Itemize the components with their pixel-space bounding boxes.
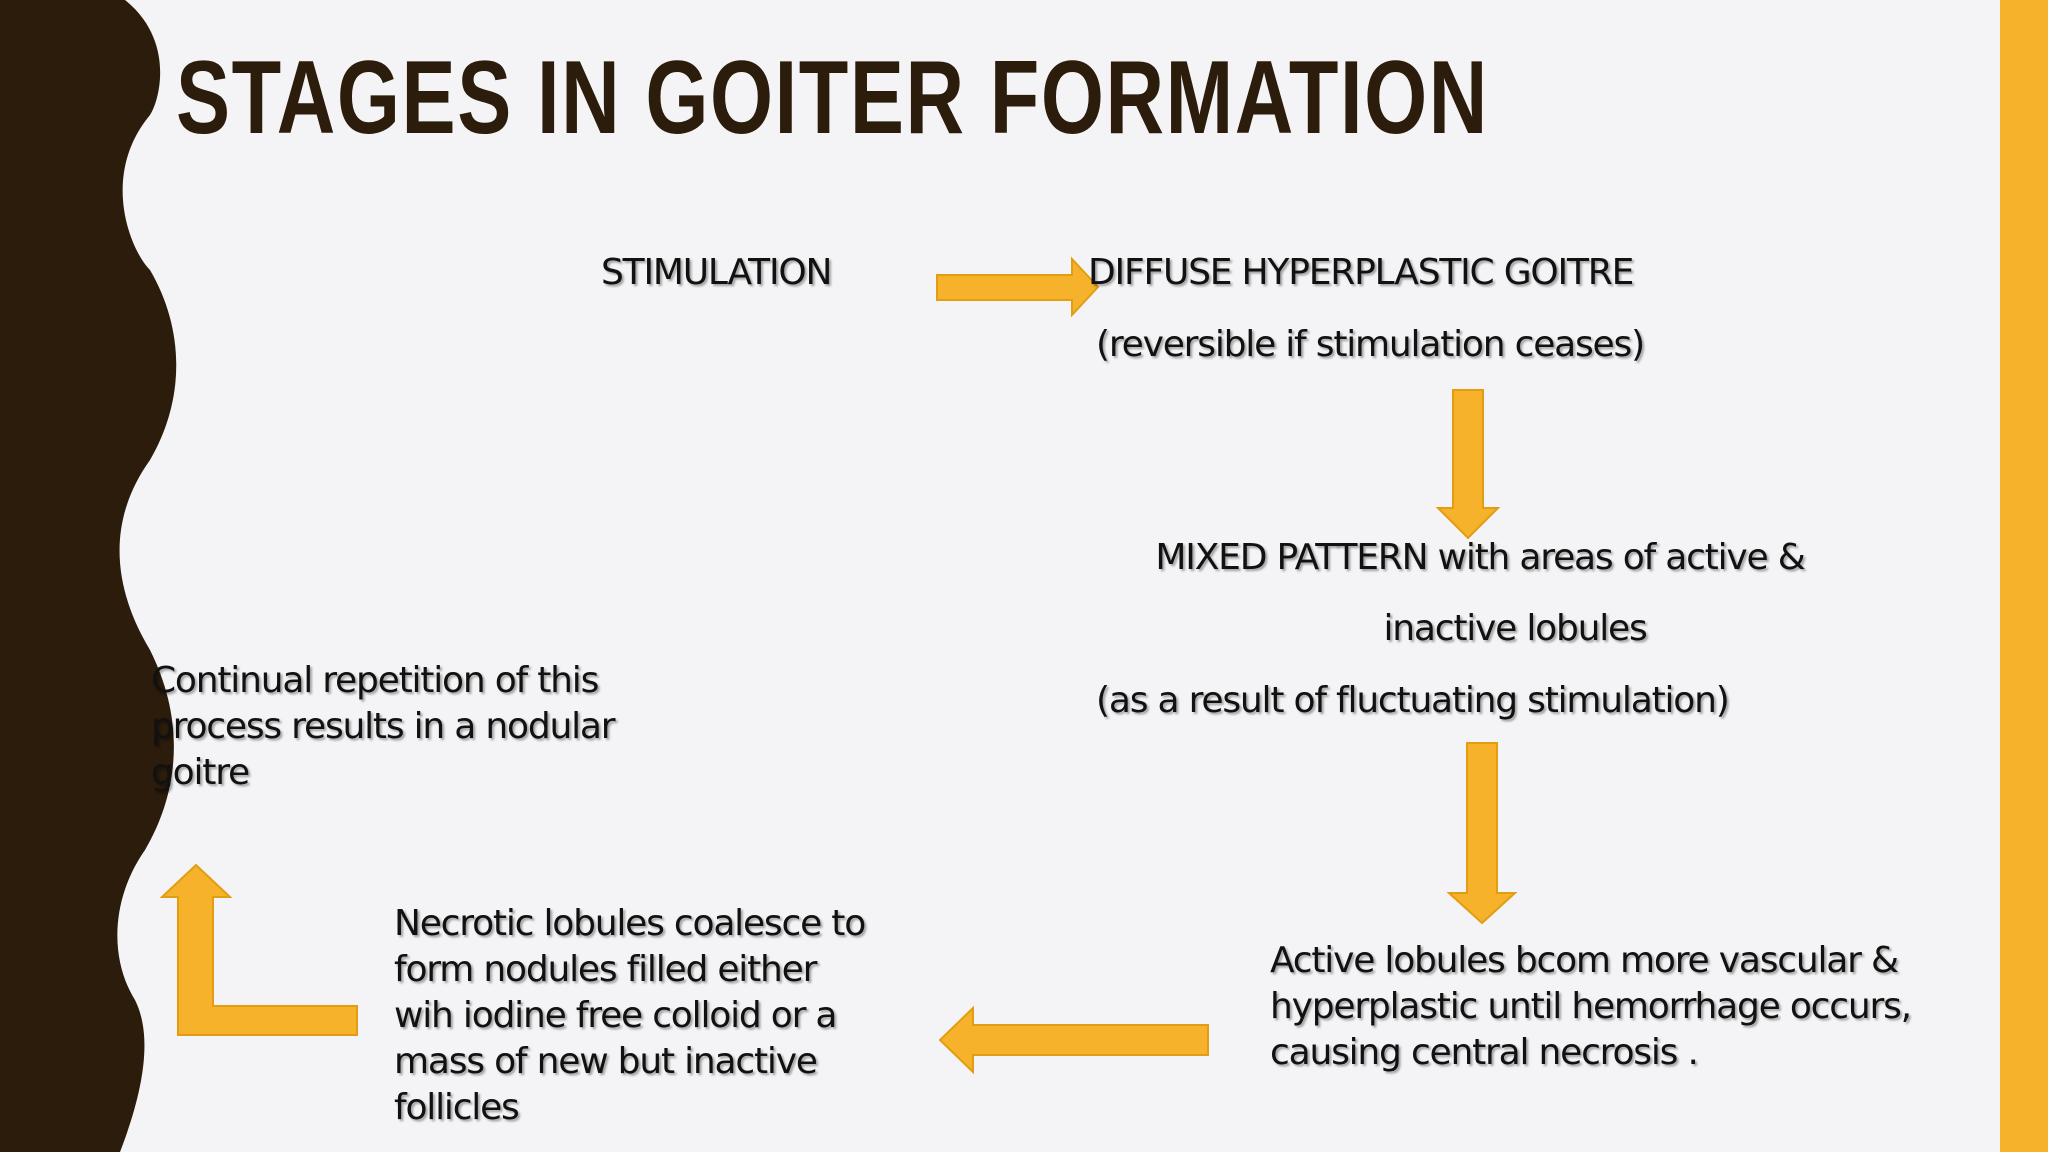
right-gold-band: [2000, 0, 2048, 1152]
mixed-pattern-line1: MIXED PATTERN with areas of active &: [1155, 537, 1805, 578]
continual-repetition-text: Continual repetition of this process res…: [151, 660, 616, 793]
arrow-right: [936, 256, 1100, 318]
left-wavy-band: [0, 0, 177, 1152]
active-lobules-text: Active lobules bcom more vascular & hype…: [1270, 940, 1912, 1073]
arrow-left: [938, 1005, 1209, 1075]
slide-title: STAGES IN GOITER FORMATION: [176, 40, 1489, 156]
arrow-down-1: [1435, 389, 1501, 540]
mixed-pattern-line2: inactive lobules: [1383, 608, 1647, 649]
necrotic-lobules-text: Necrotic lobules coalesce to form nodule…: [394, 903, 866, 1128]
arrow-down-2: [1446, 742, 1518, 925]
diffuse-goitre-label: DIFFUSE HYPERPLASTIC GOITRE: [1088, 252, 1634, 293]
diffuse-goitre-note: (reversible if stimulation ceases): [1096, 324, 1645, 365]
arrow-bent-up: [159, 863, 358, 1036]
stimulation-label: STIMULATION: [601, 252, 832, 293]
mixed-pattern-note: (as a result of fluctuating stimulation): [1096, 680, 1730, 721]
